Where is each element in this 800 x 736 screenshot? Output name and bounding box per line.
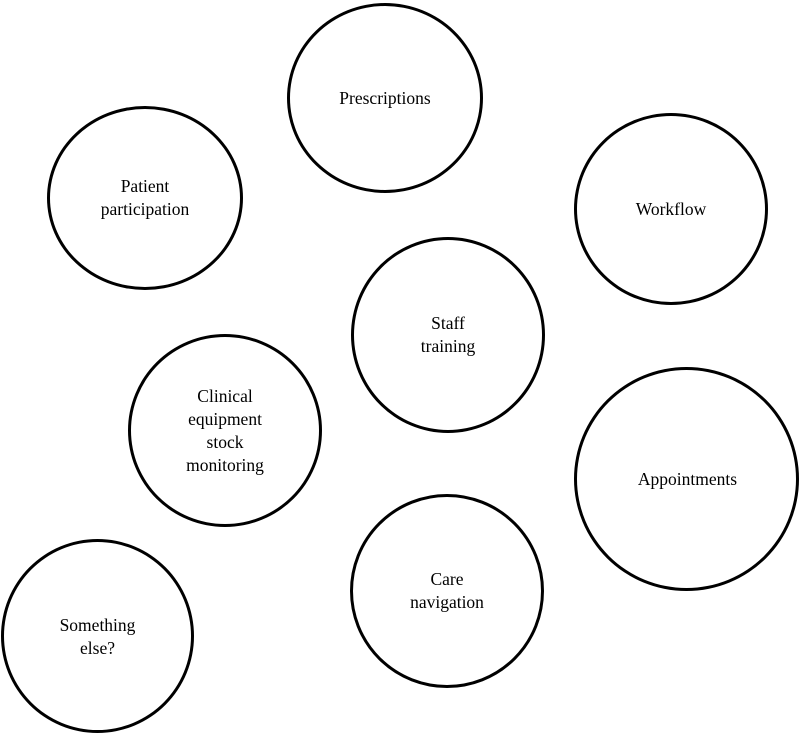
bubble-label-something-else: Something else? (59, 615, 136, 658)
bubble-label-workflow: Workflow (635, 198, 707, 219)
bubble-something-else: Something else? (1, 539, 194, 733)
bubble-staff-training: Staff training (351, 237, 545, 433)
bubble-label-staff-training: Staff training (420, 313, 476, 356)
bubble-label-care-navigation: Care navigation (410, 569, 484, 612)
bubble-workflow: Workflow (574, 113, 768, 305)
bubble-patient-participation: Patient participation (47, 106, 243, 290)
bubble-label-patient-participation: Patient participation (100, 176, 190, 219)
bubble-care-navigation: Care navigation (350, 494, 544, 688)
bubble-label-appointments: Appointments (637, 468, 738, 489)
bubble-clinical-equipment: Clinical equipment stock monitoring (128, 334, 322, 527)
bubble-appointments: Appointments (574, 367, 799, 591)
bubble-label-prescriptions: Prescriptions (339, 87, 431, 108)
bubble-label-clinical-equipment: Clinical equipment stock monitoring (186, 385, 264, 475)
bubble-prescriptions: Prescriptions (287, 3, 483, 193)
